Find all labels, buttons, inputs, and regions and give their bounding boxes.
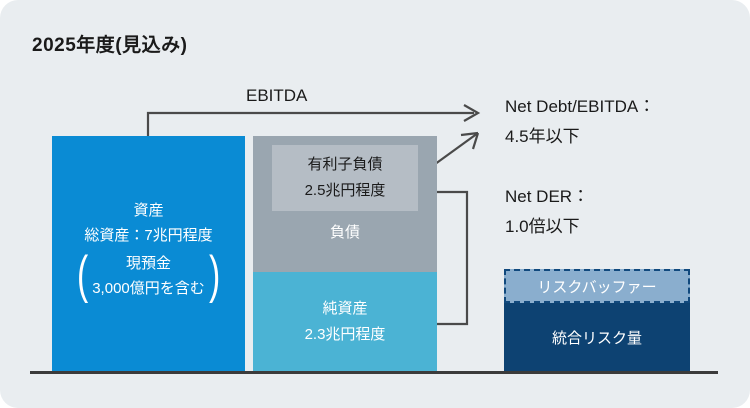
net-der-value: 1.0倍以下 [505, 217, 580, 236]
ebitda-arrow-path [146, 111, 474, 136]
risk-buffer-box: リスクバッファー [504, 269, 690, 303]
assets-content: 資産 総資産：7兆円程度 ( 現預金 3,000億円を含む ) [74, 199, 223, 305]
assets-note-line-1: 現預金 [125, 255, 171, 272]
net-debt-ebitda-metric: Net Debt/EBITDA： 4.5年以下 [505, 92, 655, 152]
net-assets-box: 純資産 2.3兆円程度 [253, 272, 437, 372]
paren-right: ) [208, 246, 221, 305]
net-debt-ebitda-label: Net Debt/EBITDA： [505, 97, 656, 116]
assets-note-line-2: 3,000億円を含む [92, 280, 205, 297]
liabilities-column: 有利子負債 2.5兆円程度 負債 純資産 2.3兆円程度 [253, 136, 437, 372]
assets-note-lines: 現預金 3,000億円を含む [91, 251, 206, 301]
net-debt-arrowhead [460, 131, 480, 150]
assets-note: ( 現預金 3,000億円を含む ) [74, 246, 223, 305]
assets-total: 総資産：7兆円程度 [84, 227, 213, 244]
interest-bearing-debt-box: 有利子負債 2.5兆円程度 [272, 145, 418, 211]
assets-heading: 資産 [133, 202, 164, 219]
baseline [30, 371, 718, 374]
debt-line-2: 2.5兆円程度 [304, 182, 386, 199]
debt-line-1: 有利子負債 [307, 156, 383, 173]
paren-left: ( [76, 246, 89, 305]
assets-box: 資産 総資産：7兆円程度 ( 現預金 3,000億円を含む ) [52, 136, 245, 372]
liabilities-label: 負債 [329, 224, 360, 241]
liabilities-box: 有利子負債 2.5兆円程度 負債 [253, 136, 437, 272]
net-der-label: Net DER： [505, 187, 590, 206]
net-der-bracket [437, 190, 469, 326]
net-der-metric: Net DER： 1.0倍以下 [505, 182, 589, 242]
page-title: 2025年度(見込み) [32, 35, 188, 56]
integrated-risk-box: 統合リスク量 [504, 303, 690, 372]
ebitda-label: EBITDA [246, 86, 308, 105]
net-assets-line-2: 2.3兆円程度 [304, 326, 386, 343]
net-debt-ebitda-value: 4.5年以下 [505, 127, 580, 146]
risk-stack: リスクバッファー 統合リスク量 [504, 269, 690, 372]
ebitda-arrowhead [463, 104, 481, 122]
net-assets-line-1: 純資産 [322, 300, 368, 317]
